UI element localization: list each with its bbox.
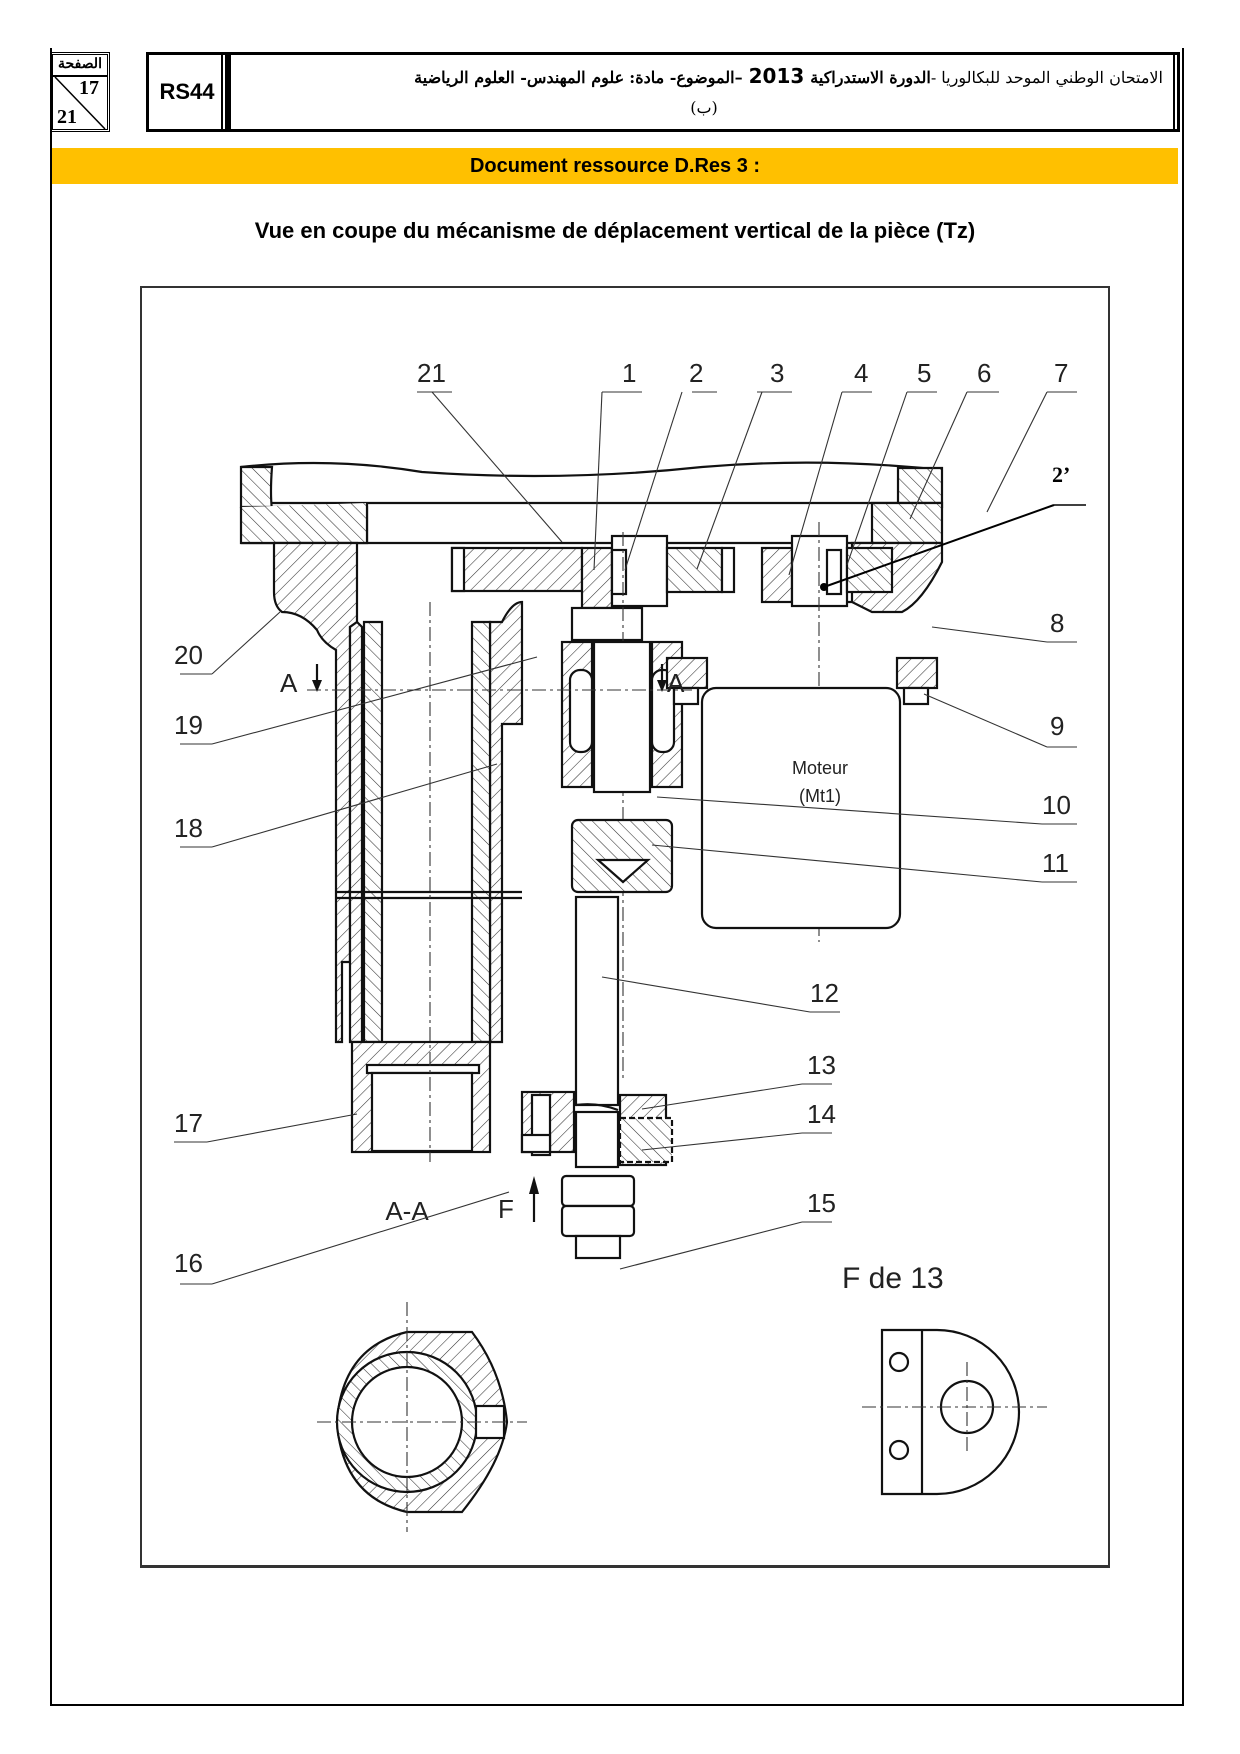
label-part-1: 1 (622, 358, 636, 388)
exam-session: الدورة الاستدراكية (810, 68, 931, 87)
page-frame (50, 48, 1184, 1706)
page-divider-diagonal (54, 76, 106, 129)
section-a-marker-left: A A (280, 664, 692, 698)
section-view-aa (317, 1302, 527, 1532)
exam-year: 2013 (748, 64, 805, 88)
motor-mt1: Moteur (Mt1) (665, 656, 939, 930)
part-15-nuts (560, 1174, 636, 1260)
label-part-11: 11 (1042, 848, 1069, 878)
label-part-10: 10 (1042, 790, 1071, 820)
label-part-18: 18 (174, 813, 203, 843)
view-f-of-13 (862, 1328, 1047, 1496)
drawing-subtitle: Vue en coupe du mécanisme de déplacement… (254, 218, 976, 243)
exam-title: الامتحان الوطني الموحد للبكالوريا -الدور… (228, 52, 1180, 132)
section-a-label-right: A (667, 668, 685, 698)
section-view-title: A-A (385, 1196, 429, 1226)
part-3-gear (450, 522, 894, 1082)
label-part-14: 14 (807, 1099, 836, 1129)
part-13-14-nut (520, 1090, 674, 1167)
motor-id: (Mt1) (799, 786, 841, 806)
label-part-4: 4 (854, 358, 868, 388)
label-part-2-prime: 2’ (1052, 462, 1070, 487)
label-part-5: 5 (917, 358, 931, 388)
exam-title-line2: (ب) (690, 98, 718, 117)
view-f-arrow: F (498, 1176, 539, 1224)
label-part-9: 9 (1050, 711, 1064, 741)
part-callouts: 21 1 2 3 4 5 6 7 2’ 8 9 10 11 12 13 14 1… (174, 358, 1086, 1285)
motor-label: Moteur (792, 758, 848, 778)
label-part-21: 21 (417, 358, 446, 388)
page-number-box: الصفحة 17 21 (50, 52, 110, 132)
document-band-title: Document ressource D.Res 3 : (52, 148, 1178, 184)
section-drawing: Moteur (Mt1) (174, 358, 1086, 1532)
label-part-2: 2 (689, 358, 703, 388)
label-part-16: 16 (174, 1248, 203, 1278)
bearing-assembly (560, 640, 684, 894)
label-part-13: 13 (807, 1050, 836, 1080)
exam-title-part1: الامتحان الوطني الموحد للبكالوريا - (930, 68, 1163, 87)
exam-code: RS44 (146, 52, 228, 132)
view-f-title: F de 13 (842, 1262, 944, 1295)
page-label: الصفحة (53, 55, 107, 77)
label-part-6: 6 (977, 358, 991, 388)
label-part-19: 19 (174, 710, 203, 740)
exam-subject: علوم المهندس- العلوم الرياضية (414, 68, 625, 87)
exam-title-part2: –الموضوع- مادة: (629, 68, 743, 87)
section-a-label-left: A (280, 668, 298, 698)
label-part-8: 8 (1050, 608, 1064, 638)
label-part-15: 15 (807, 1188, 836, 1218)
label-part-7: 7 (1054, 358, 1068, 388)
page-current: 17 (79, 77, 99, 99)
part-17-column (337, 602, 522, 1162)
label-part-17: 17 (174, 1108, 203, 1138)
label-part-3: 3 (770, 358, 784, 388)
part-12-screw (574, 895, 620, 1169)
technical-drawing-frame: Moteur (Mt1) (140, 286, 1110, 1568)
label-part-12: 12 (810, 978, 839, 1008)
label-part-20: 20 (174, 640, 203, 670)
view-f-arrow-label: F (498, 1194, 514, 1224)
part-7-plate (239, 461, 944, 545)
exam-title-line1: الامتحان الوطني الموحد للبكالوريا -الدور… (245, 61, 1163, 93)
page-total: 21 (57, 106, 77, 128)
part-20-housing (272, 541, 944, 1044)
